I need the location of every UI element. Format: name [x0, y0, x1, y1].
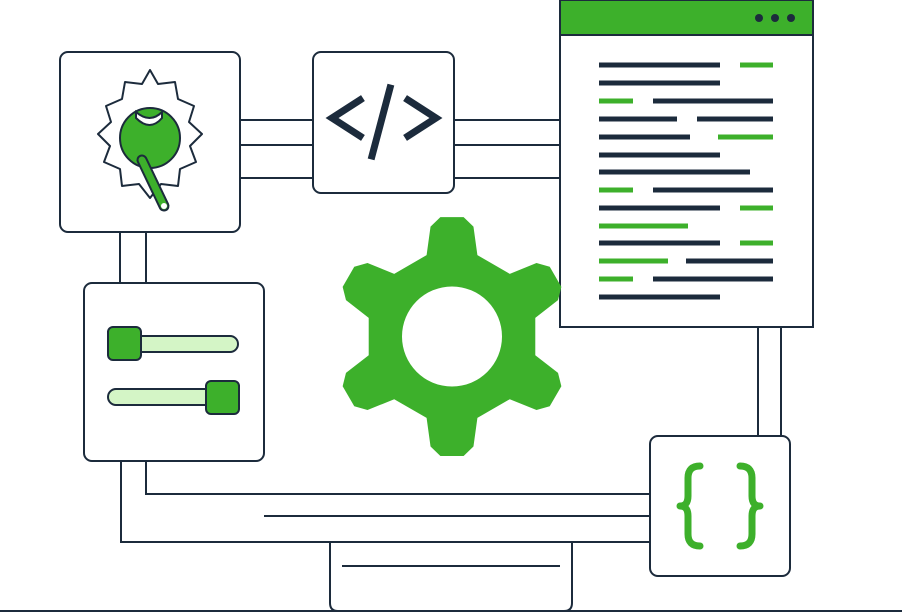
- slider-handle[interactable]: [205, 380, 240, 415]
- code-tag-panel: [312, 51, 455, 194]
- window-titlebar: [559, 0, 814, 36]
- slider-bottom[interactable]: [107, 380, 240, 415]
- window-dots: [755, 14, 795, 22]
- code-document-icon: [599, 62, 773, 300]
- slider-handle[interactable]: [107, 326, 142, 361]
- code-tag-icon: [325, 83, 443, 161]
- curly-braces-icon: [676, 462, 764, 550]
- slider-top[interactable]: [107, 326, 239, 361]
- wrench-icon: [119, 107, 181, 212]
- braces-panel: [649, 435, 791, 577]
- gear-wrench-panel: [59, 51, 241, 233]
- sliders-panel: [83, 282, 265, 462]
- code-window-panel: [559, 0, 814, 328]
- connector-lines: [0, 119, 902, 612]
- gear-outline-icon: [97, 69, 203, 199]
- big-gear-icon: [342, 217, 562, 456]
